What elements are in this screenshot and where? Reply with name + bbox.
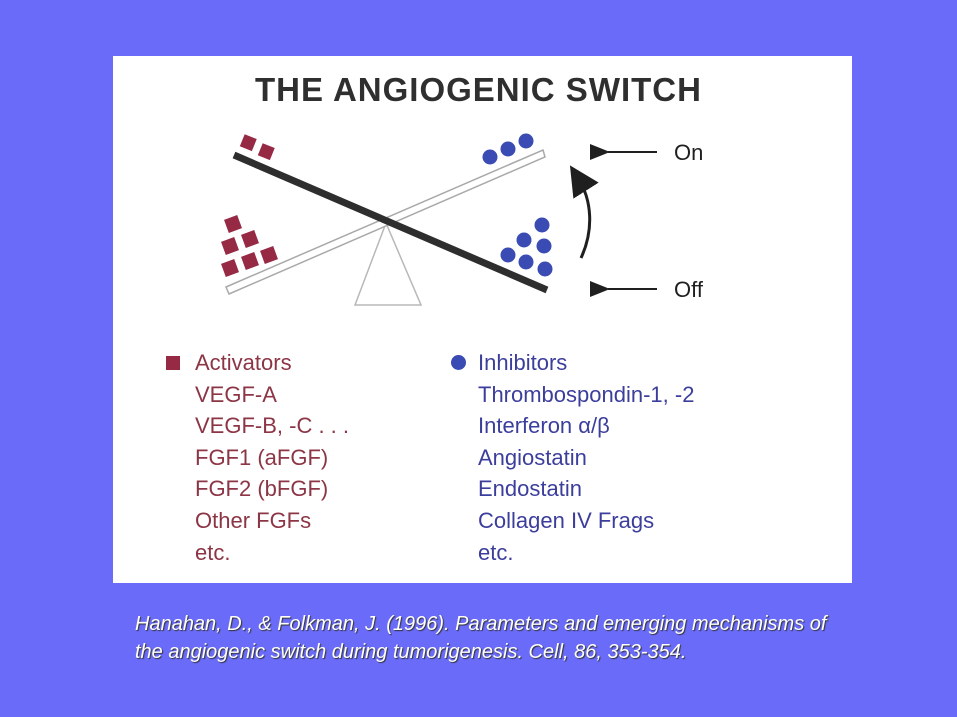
activator-square xyxy=(221,259,239,277)
inhibitor-dot xyxy=(518,133,534,149)
activator-item: FGF2 (bFGF) xyxy=(195,476,329,502)
activators-list: Activators VEGF-A VEGF-B, -C . . . FGF1 … xyxy=(166,347,350,568)
fulcrum-triangle xyxy=(353,220,423,306)
inhibitor-item: etc. xyxy=(478,539,514,565)
activator-square xyxy=(260,246,278,264)
citation: Hanahan, D., & Folkman, J. (1996). Param… xyxy=(135,610,935,666)
inhibitor-dot xyxy=(482,149,498,165)
activator-item: VEGF-A xyxy=(195,381,277,407)
inhibitor-item: Thrombospondin-1, -2 xyxy=(478,381,695,407)
off-label: Off xyxy=(674,277,704,302)
inhibitor-item: Angiostatin xyxy=(478,444,587,470)
activators-heading: Activators xyxy=(166,347,349,379)
inhibitors-heading: Inhibitors xyxy=(451,347,694,379)
activator-square xyxy=(241,252,259,270)
activator-squares-lower xyxy=(221,215,278,277)
activator-square xyxy=(221,237,239,255)
slide-title: THE ANGIOGENIC SWITCH xyxy=(255,71,702,108)
activator-square xyxy=(257,143,275,161)
activator-item: etc. xyxy=(195,539,231,565)
inhibitor-dot xyxy=(536,238,552,254)
activator-squares-upper xyxy=(239,134,275,161)
inhibitor-dots-lower xyxy=(500,217,553,277)
inhibitor-dot xyxy=(500,247,516,263)
activator-item: VEGF-B, -C . . . xyxy=(195,413,350,439)
inhibitors-list: Inhibitors Thrombospondin-1, -2 Interfer… xyxy=(451,347,695,568)
activator-item: Other FGFs xyxy=(195,507,312,533)
activator-square xyxy=(239,134,257,152)
inhibitors-heading-text: Inhibitors xyxy=(478,350,568,375)
inhibitor-dot xyxy=(537,261,553,277)
inhibitor-dot xyxy=(518,254,534,270)
inhibitor-legend-dot xyxy=(451,355,466,370)
on-label: On xyxy=(674,140,703,165)
activator-item: FGF1 (aFGF) xyxy=(195,444,329,470)
inhibitor-dot xyxy=(516,232,532,248)
inhibitor-item: Collagen IV Frags xyxy=(478,507,655,533)
inhibitor-dot xyxy=(500,141,516,157)
slide-card xyxy=(113,56,852,583)
activator-square xyxy=(241,230,259,248)
inhibitor-dots-upper xyxy=(482,133,534,165)
beam-off-position xyxy=(232,151,549,294)
citation-line-2: the angiogenic switch during tumorigenes… xyxy=(135,641,687,663)
inhibitor-item: Interferon α/β xyxy=(478,413,610,439)
citation-line-1: Hanahan, D., & Folkman, J. (1996). Param… xyxy=(135,613,827,635)
activator-legend-square xyxy=(166,356,180,370)
activators-heading-text: Activators xyxy=(195,350,292,375)
inhibitor-item: Endostatin xyxy=(478,476,582,502)
inhibitor-dot xyxy=(534,217,550,233)
switch-curved-arrow xyxy=(569,165,599,259)
activator-square xyxy=(224,215,242,233)
